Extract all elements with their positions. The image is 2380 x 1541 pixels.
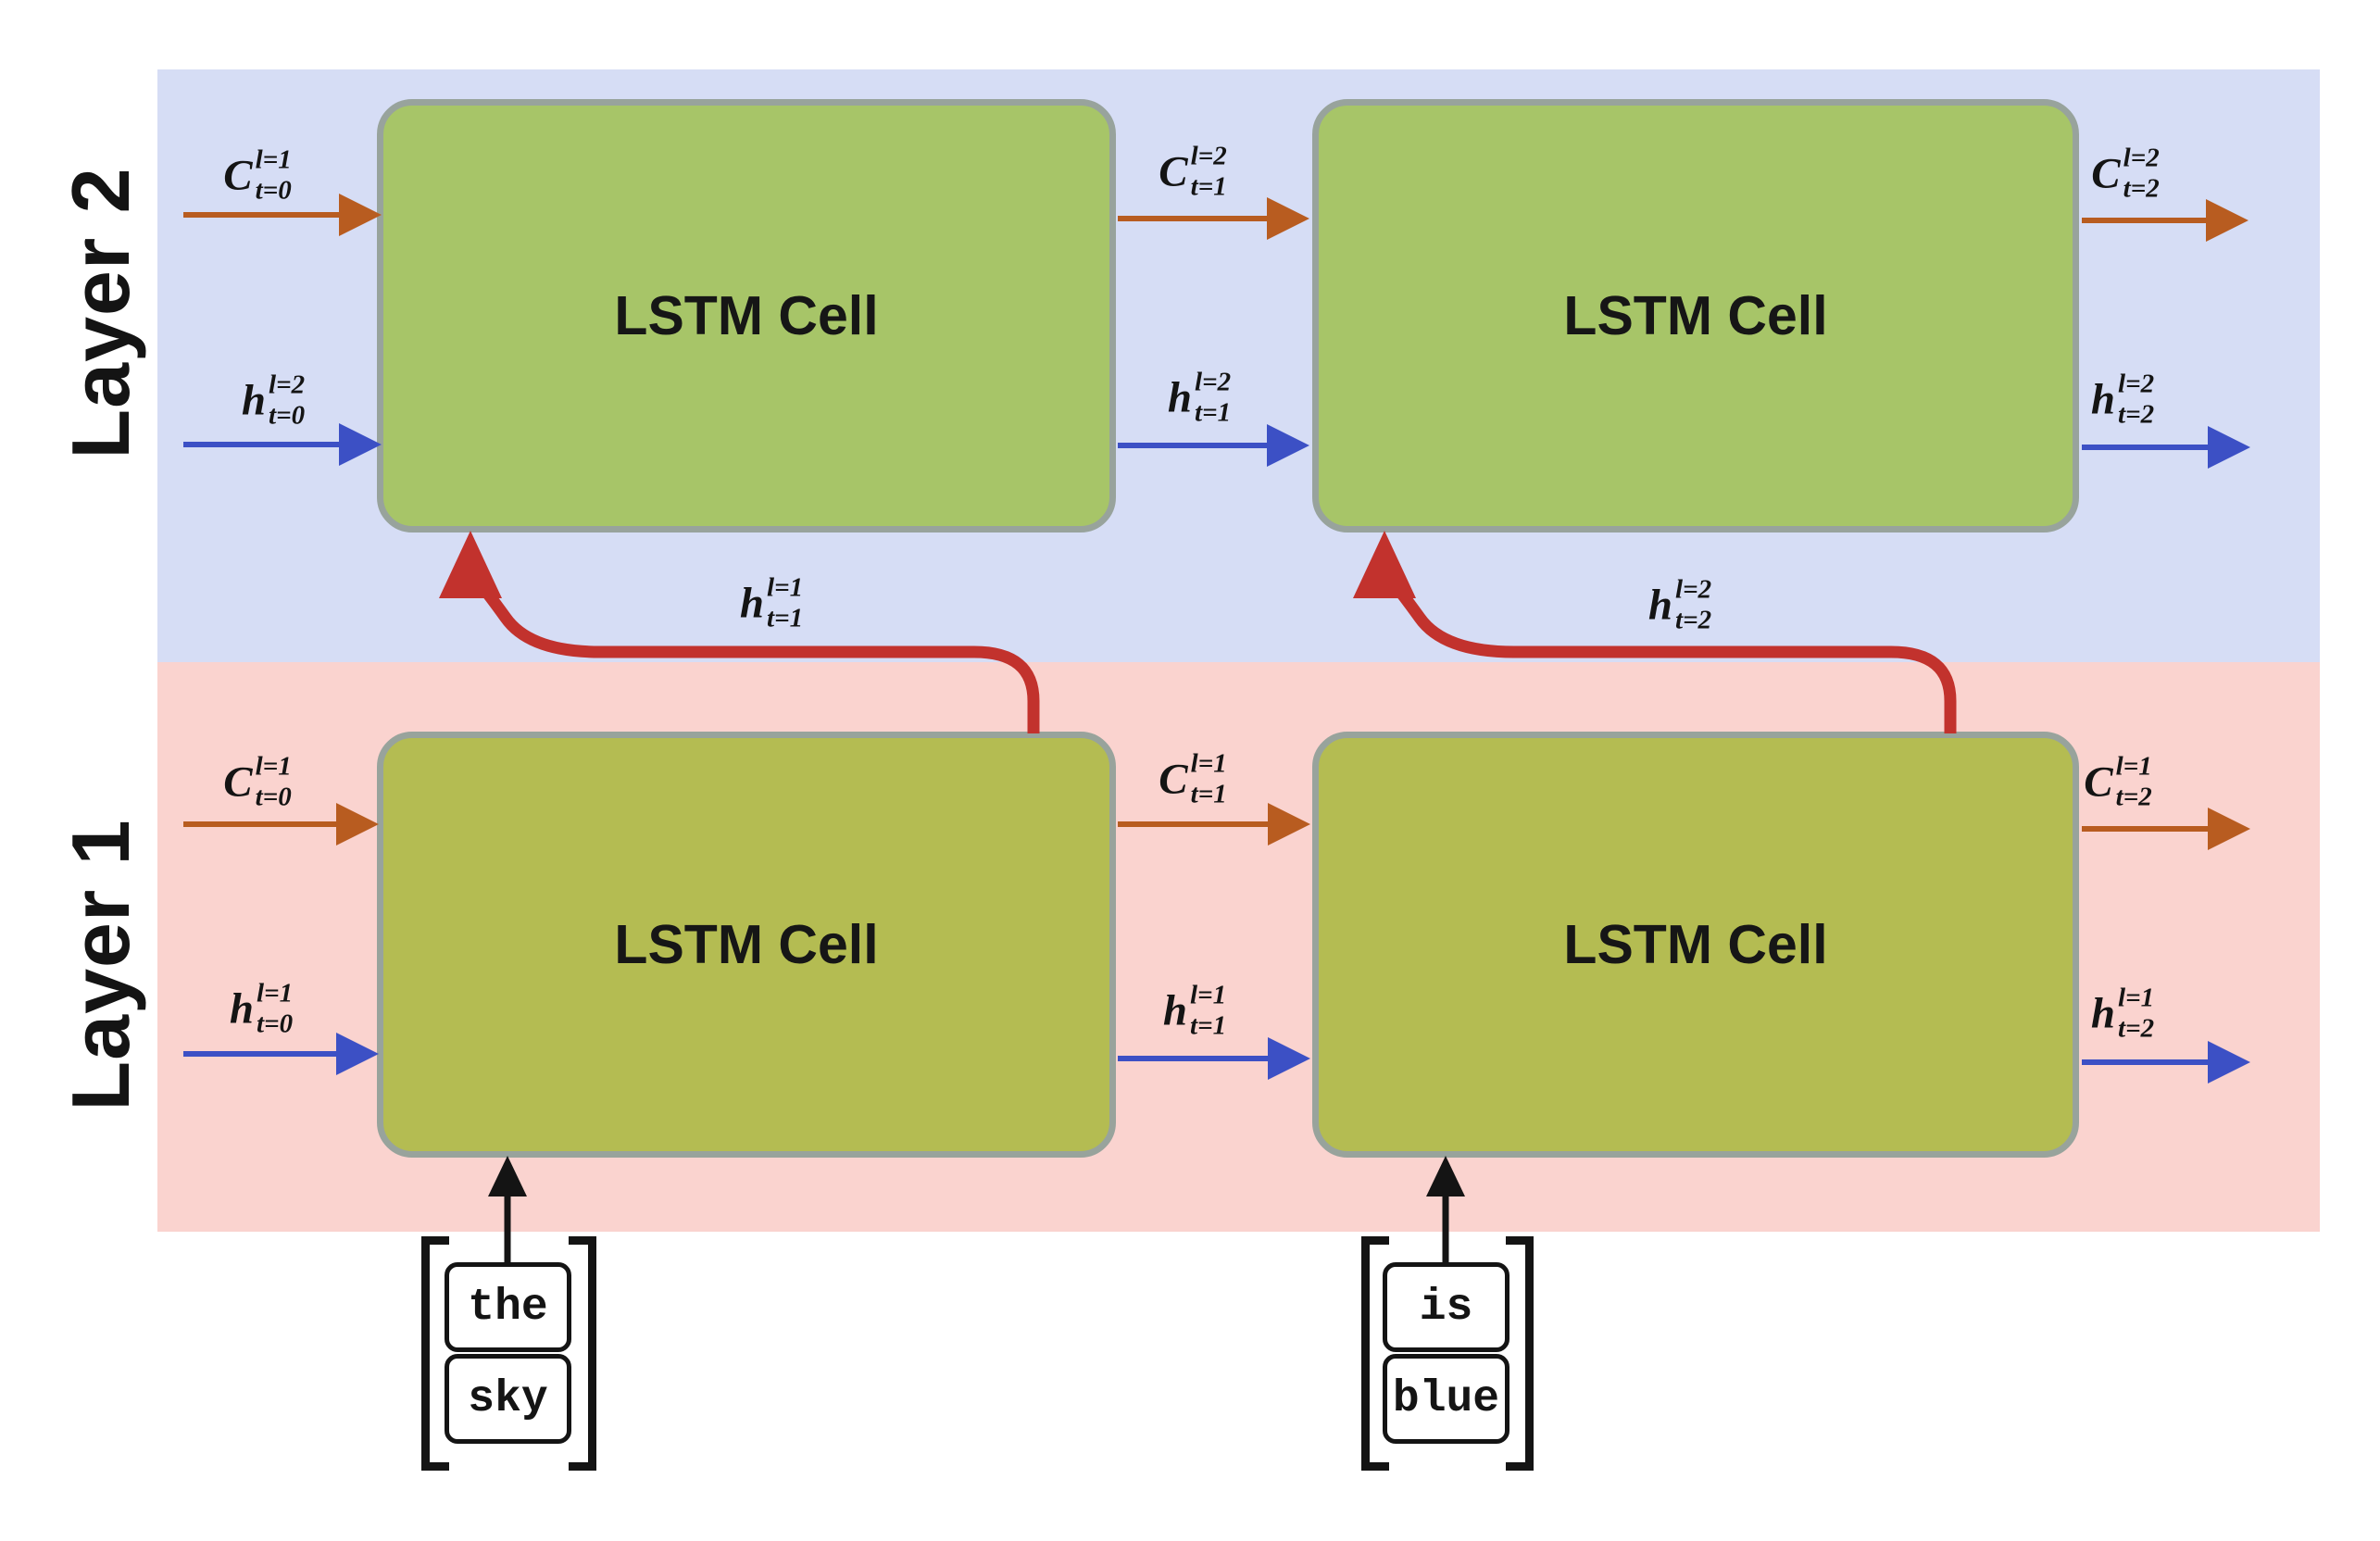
word-text: blue (1392, 1373, 1500, 1424)
cell-state-arrow (1118, 197, 1309, 240)
word-text: is (1419, 1282, 1473, 1333)
layer-up-arrow (1353, 531, 1957, 733)
word-box: sky (445, 1354, 571, 1444)
hidden-state-arrow (2082, 426, 2250, 469)
cell-state-arrow (183, 803, 379, 846)
hidden-state-arrow (1118, 1037, 1310, 1080)
cell-state-arrow (2082, 199, 2248, 242)
lstm-cell-layer1-t2: LSTM Cell (1312, 732, 2079, 1158)
lstm-cell-title: LSTM Cell (1563, 914, 1828, 975)
word-text: sky (468, 1373, 548, 1424)
word-box: blue (1383, 1354, 1509, 1444)
lstm-cell-layer2-t2: LSTM Cell (1312, 99, 2079, 532)
vector-bracket-left (421, 1236, 449, 1471)
word-box: the (445, 1262, 571, 1352)
hidden-state-arrow (1118, 424, 1309, 467)
word-text: the (468, 1282, 548, 1333)
vector-bracket-right (569, 1236, 596, 1471)
hidden-state-arrow (183, 423, 382, 466)
cell-state-arrow (183, 194, 382, 236)
lstm-cell-title: LSTM Cell (1563, 285, 1828, 346)
cell-state-arrow (2082, 808, 2250, 850)
input-arrow (1426, 1156, 1465, 1262)
lstm-cell-title: LSTM Cell (614, 285, 879, 346)
hidden-state-arrow (2082, 1041, 2250, 1084)
lstm-cell-layer1-t1: LSTM Cell (377, 732, 1116, 1158)
vector-bracket-left (1361, 1236, 1389, 1471)
lstm-cell-title: LSTM Cell (614, 914, 879, 975)
input-arrow (488, 1156, 527, 1262)
lstm-cell-layer2-t1: LSTM Cell (377, 99, 1116, 532)
hidden-state-arrow (183, 1033, 379, 1075)
layer-up-arrow (439, 531, 1040, 733)
vector-bracket-right (1506, 1236, 1534, 1471)
word-box: is (1383, 1262, 1509, 1352)
cell-state-arrow (1118, 803, 1310, 846)
